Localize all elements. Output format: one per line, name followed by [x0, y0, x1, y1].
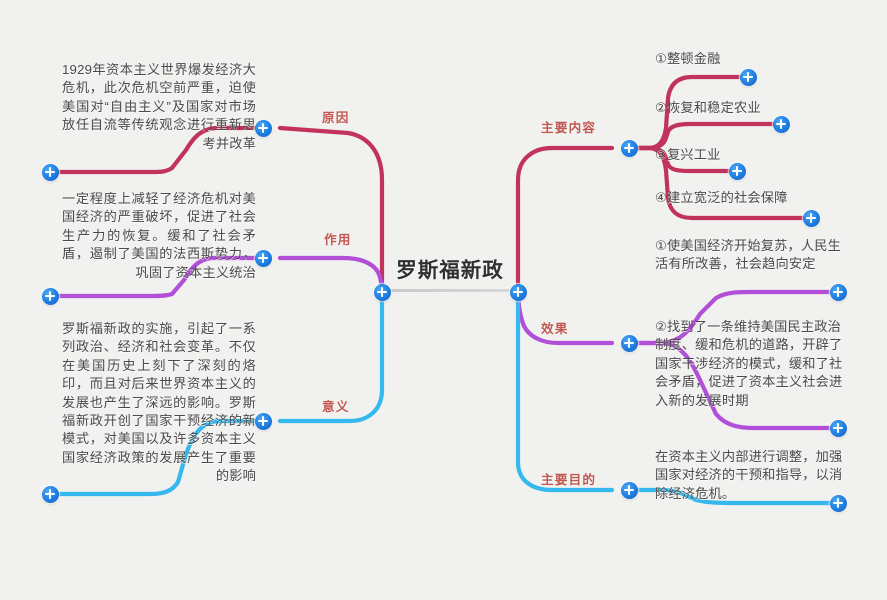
leaf-handle-zuoyong-1[interactable] [41, 287, 59, 305]
node-text-content-1[interactable]: ①整顿金融 [655, 51, 721, 66]
center-left-handle[interactable] [373, 283, 391, 301]
connector-zuoyong [277, 255, 385, 295]
center-node-underline [386, 289, 514, 292]
leaf-handle-content-4[interactable] [802, 209, 820, 227]
node-text-zuoyong-1[interactable]: 一定程度上减轻了经济危机对美国经济的严重破坏，促进了社会生产力的恢复。缓和了社会… [62, 191, 256, 280]
connector-zhuyaoneirong [515, 145, 615, 295]
node-text-content-3[interactable]: ③复兴工业 [655, 147, 721, 162]
connector-content-2 [626, 121, 784, 151]
branch-label-zuoyong[interactable]: 作用 [324, 233, 352, 247]
branch-label-zhuyaoneirong[interactable]: 主要内容 [541, 121, 597, 135]
center-right-handle[interactable] [509, 283, 527, 301]
branch-handle-zuoyong[interactable] [254, 249, 272, 267]
leaf-handle-yiyi-1[interactable] [41, 485, 59, 503]
branch-handle-zhuyaomudi[interactable] [620, 481, 638, 499]
branch-handle-yuanyin[interactable] [254, 119, 272, 137]
branch-label-yiyi[interactable]: 意义 [322, 400, 350, 414]
leaf-handle-xiaoguo-1[interactable] [829, 283, 847, 301]
node-text-yuanyin-1[interactable]: 1929年资本主义世界爆发经济大危机，此次危机空前严重，迫使美国对“自由主义”及… [62, 62, 256, 151]
node-text-content-2[interactable]: ②恢复和稳定农业 [655, 100, 761, 115]
center-node[interactable]: 罗斯福新政 [382, 246, 518, 290]
branch-handle-yiyi[interactable] [254, 412, 272, 430]
leaf-handle-content-3[interactable] [728, 162, 746, 180]
leaf-handle-mudi-1[interactable] [829, 494, 847, 512]
branch-handle-xiaoguo[interactable] [620, 334, 638, 352]
branch-label-xiaoguo[interactable]: 效果 [541, 322, 569, 336]
branch-label-zhuyaomudi[interactable]: 主要目的 [541, 473, 597, 487]
node-text-mudi-1[interactable]: 在资本主义内部进行调整，加强国家对经济的干预和指导，以消除经济危机。 [655, 449, 843, 501]
leaf-handle-content-1[interactable] [739, 68, 757, 86]
node-text-xiaoguo-2[interactable]: ②找到了一条维持美国民主政治制度、缓和危机的道路，开辟了国家干涉经济的模式，缓和… [655, 319, 843, 408]
node-text-content-4[interactable]: ④建立宽泛的社会保障 [655, 190, 788, 205]
center-node-label: 罗斯福新政 [396, 259, 504, 282]
branch-handle-zhuyaoneirong[interactable] [620, 139, 638, 157]
connector-yuanyin [277, 125, 385, 295]
node-text-xiaoguo-1[interactable]: ①使美国经济开始复苏，人民生活有所改善，社会趋向安定 [655, 238, 842, 272]
leaf-handle-content-2[interactable] [772, 115, 790, 133]
node-text-yiyi-1[interactable]: 罗斯福新政的实施，引起了一系列政治、经济和社会变革。不仅在美国历史上刻下了深刻的… [62, 321, 256, 484]
leaf-handle-xiaoguo-2[interactable] [829, 419, 847, 437]
leaf-handle-yuanyin-1[interactable] [41, 163, 59, 181]
branch-label-yuanyin[interactable]: 原因 [322, 111, 350, 125]
